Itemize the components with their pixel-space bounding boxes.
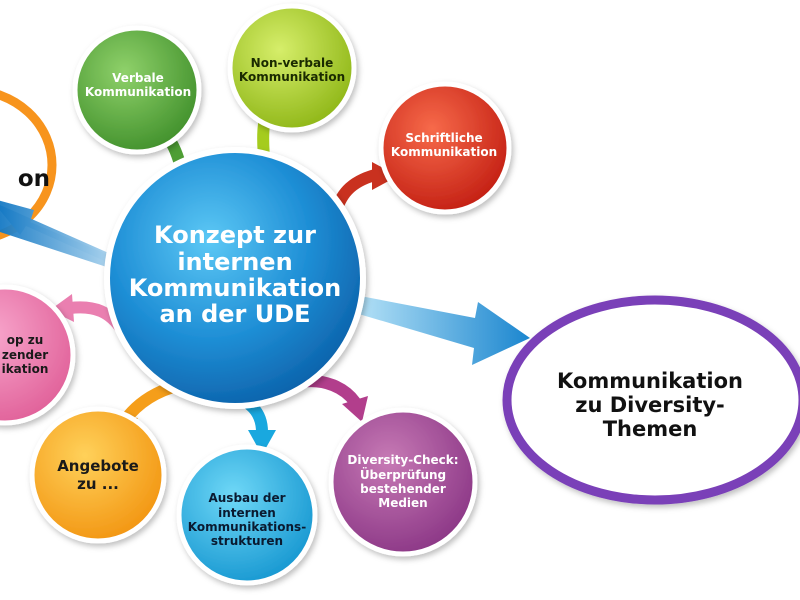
center-node	[104, 147, 366, 409]
arrow-head-workshop	[50, 294, 74, 322]
angebote-node	[29, 406, 167, 544]
workshop-node-label: op zu zender ikation	[1, 333, 49, 377]
left-partial-ring	[0, 90, 57, 240]
arrow-to-diversity-themen	[352, 295, 530, 365]
arrow-left-shaft	[0, 205, 138, 276]
verbale-node	[72, 25, 202, 155]
left-partial-label: on	[17, 166, 50, 193]
diversity-check-node-label: Diversity-Check: Überprüfung bestehender…	[347, 453, 459, 511]
diversity-themen-label: Kommunikation zu Diversity- Themen	[557, 368, 743, 442]
nonverbale-node	[227, 3, 357, 133]
schriftliche-node-label: Schriftliche Kommunikation	[390, 130, 498, 159]
diversity-themen-ring	[502, 295, 800, 505]
arrow-head-ausbau	[248, 430, 276, 455]
ausbau-node	[176, 444, 318, 586]
ausbau-node-label: Ausbau der internen Kommunikations- stru…	[187, 491, 307, 549]
workshop-node	[0, 284, 76, 426]
angebote-node-label: Angebote zu ...	[57, 457, 139, 493]
diversity-check-node	[328, 407, 478, 557]
center-node-label: Konzept zur internen Kommunikation an de…	[128, 221, 342, 329]
arrow-head-diversity-check	[342, 396, 368, 422]
verbale-node-label: Verbale Kommunikation	[84, 70, 192, 99]
schriftliche-node	[378, 81, 512, 215]
nonverbale-node-label: Non-verbale Kommunikation	[238, 55, 346, 84]
